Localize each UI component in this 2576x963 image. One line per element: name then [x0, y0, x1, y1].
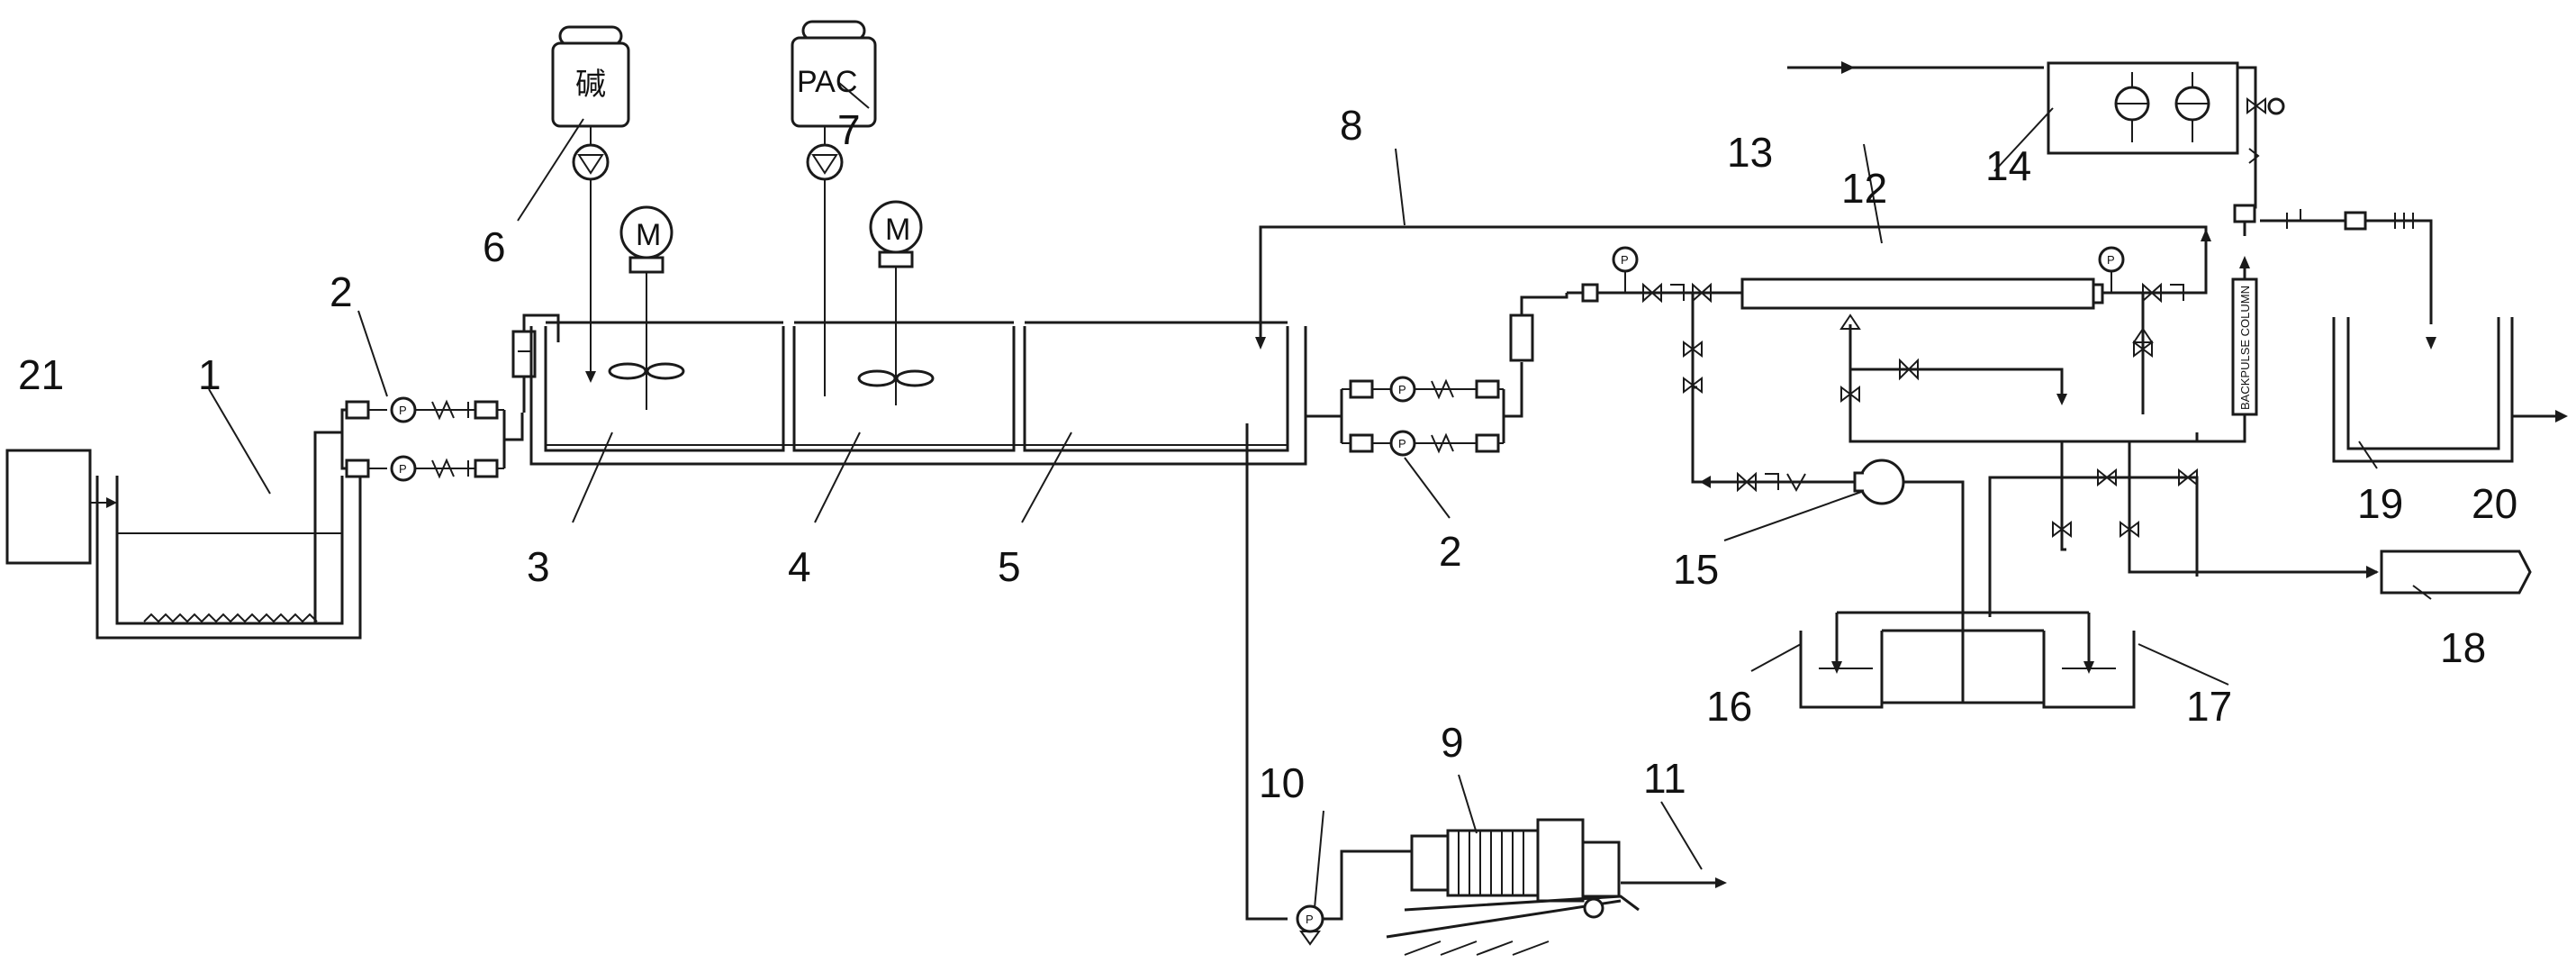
- svg-text:P: P: [1398, 383, 1406, 396]
- collection-tank-1: [95, 476, 362, 640]
- svg-text:碱: 碱: [575, 68, 606, 102]
- label-13: 13: [1727, 129, 1773, 176]
- svg-text:P: P: [1621, 253, 1629, 267]
- alkali-tank-6: 碱: [551, 25, 630, 383]
- label-7: 7: [837, 106, 861, 153]
- label-9: 9: [1441, 719, 1464, 766]
- pump-set-2-left: P P: [345, 396, 524, 482]
- svg-text:M: M: [885, 213, 910, 247]
- svg-text:M: M: [636, 218, 661, 252]
- label-2-left: 2: [330, 268, 353, 315]
- cleaning-tanks-16-17: [1799, 611, 2136, 709]
- label-5: 5: [998, 543, 1021, 590]
- mixer-4: M: [857, 200, 935, 405]
- filter-press-9: [1386, 818, 1640, 956]
- svg-text:P: P: [399, 462, 407, 476]
- pump-set-2-right: P P: [1342, 362, 1523, 457]
- waste-outlet-18: [2380, 550, 2532, 595]
- product-tank-19: [2332, 317, 2514, 463]
- svg-text:P: P: [1306, 913, 1314, 926]
- svg-text:BACKPULSE COLUMN: BACKPULSE COLUMN: [2238, 286, 2252, 410]
- return-line-8: [1255, 225, 2211, 350]
- label-1: 1: [198, 351, 221, 398]
- label-21: 21: [18, 351, 64, 398]
- label-2-right: 2: [1439, 528, 1462, 575]
- label-17: 17: [2186, 683, 2232, 730]
- label-12: 12: [1841, 165, 1887, 212]
- label-20: 20: [2472, 480, 2517, 527]
- label-11: 11: [1643, 755, 1686, 802]
- label-6: 6: [483, 223, 506, 270]
- label-15: 15: [1673, 546, 1719, 593]
- svg-text:P: P: [1398, 437, 1406, 450]
- svg-text:PAC: PAC: [797, 65, 857, 99]
- label-8: 8: [1340, 102, 1363, 149]
- label-19: 19: [2357, 480, 2403, 527]
- label-14: 14: [1985, 142, 2031, 189]
- backpulse-column: BACKPULSE COLUMN: [2197, 256, 2258, 443]
- svg-text:P: P: [2107, 253, 2115, 267]
- membrane-module-12: [1740, 277, 2095, 310]
- reaction-tanks: [529, 321, 1307, 466]
- leader-lines: [208, 82, 2432, 909]
- label-16: 16: [1706, 683, 1752, 730]
- air-tank-box-14: [2047, 61, 2239, 155]
- label-18: 18: [2440, 624, 2486, 671]
- sludge-pump-10: P: [1296, 849, 1414, 946]
- pac-tank-7: PAC: [791, 20, 877, 396]
- label-3: 3: [527, 543, 550, 590]
- control-box-21: [5, 449, 92, 565]
- svg-text:P: P: [399, 404, 407, 417]
- label-10: 10: [1259, 759, 1305, 806]
- mixer-3: M: [608, 205, 685, 410]
- backwash-pump-15: [1691, 387, 1965, 703]
- label-4: 4: [788, 543, 811, 590]
